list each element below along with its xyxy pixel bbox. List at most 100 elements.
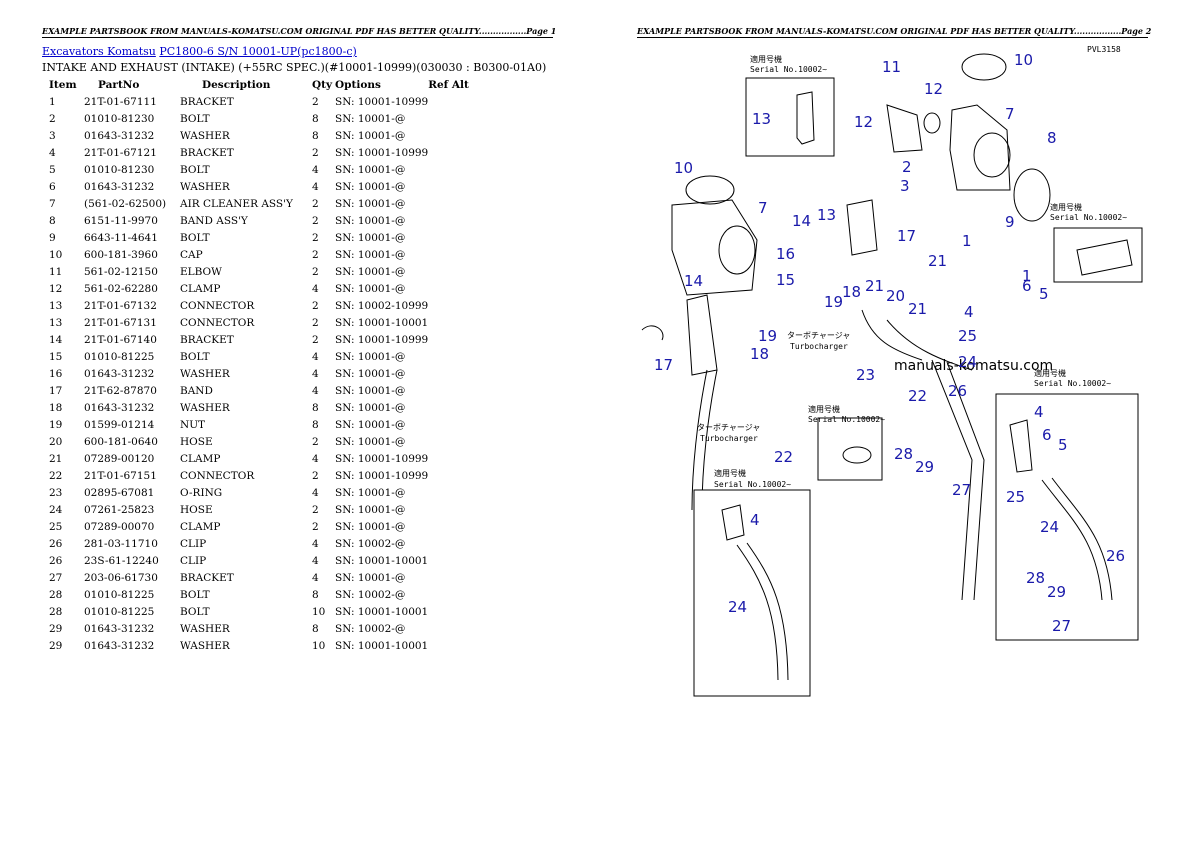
- cell-item: 4: [49, 146, 56, 159]
- hose-shape-20b: [886, 319, 973, 371]
- cell-partno: 561-02-12150: [84, 265, 158, 278]
- cap-shape-10b: [685, 175, 735, 205]
- cell-options: SN: 10002-@: [335, 588, 406, 601]
- cell-partno: 01643-31232: [84, 622, 155, 635]
- callout-13: 13: [752, 110, 771, 128]
- left-page: EXAMPLE PARTSBOOK FROM MANUALS-KOMATSU.C…: [42, 26, 556, 654]
- cell-options: SN: 10001-@: [335, 418, 406, 431]
- cell-description: CLIP: [180, 537, 207, 550]
- callout-27b: 27: [1052, 617, 1071, 635]
- cell-item: 6: [49, 180, 56, 193]
- cell-description: HOSE: [180, 435, 213, 448]
- col-partno: PartNo: [98, 78, 140, 91]
- cell-partno: 01010-81230: [84, 163, 155, 176]
- cell-partno: 21T-01-67132: [84, 299, 157, 312]
- cell-partno: 01010-81225: [84, 605, 155, 618]
- cell-qty: 4: [312, 452, 319, 465]
- cell-qty: 2: [312, 316, 319, 329]
- cell-item: 23: [49, 486, 63, 499]
- cell-item: 14: [49, 333, 63, 346]
- inset-box-4: [995, 393, 1139, 641]
- col-ref-alt: Ref Alt: [428, 78, 469, 91]
- cell-qty: 2: [312, 95, 319, 108]
- cell-item: 18: [49, 401, 63, 414]
- callout-12: 12: [924, 80, 943, 98]
- cell-partno: (561-02-62500): [84, 197, 167, 210]
- cell-description: AIR CLEANER ASS'Y: [180, 197, 293, 210]
- diagram-code: PVL3158: [1087, 45, 1121, 54]
- turbo-jp-1: ターボチャージャ: [787, 331, 850, 340]
- callout-29b: 29: [1047, 583, 1066, 601]
- watermark: manuals-komatsu.com: [894, 358, 1053, 374]
- callout-10b: 10: [674, 159, 693, 177]
- cell-qty: 8: [312, 401, 319, 414]
- cell-item: 28: [49, 605, 63, 618]
- cell-ref-alt: [428, 127, 488, 144]
- cell-partno: 21T-01-67140: [84, 333, 157, 346]
- inset-jp-2: 適用号機: [808, 404, 840, 414]
- callout-21c: 21: [908, 300, 927, 318]
- callout-4: 4: [964, 303, 974, 321]
- cell-options: SN: 10001-@: [335, 265, 406, 278]
- breadcrumb-link-model[interactable]: PC1800-6 S/N 10001-UP(pc1800-c): [159, 45, 357, 58]
- callout-3: 3: [900, 177, 910, 195]
- callout-18: 18: [842, 283, 861, 301]
- cell-partno: 01643-31232: [84, 401, 155, 414]
- right-page: EXAMPLE PARTSBOOK FROM MANUALS-KOMATSU.C…: [595, 0, 1190, 842]
- cell-item: 5: [49, 163, 56, 176]
- callout-24b: 24: [1040, 518, 1059, 536]
- cell-qty: 2: [312, 197, 319, 210]
- cell-ref-alt: [428, 212, 488, 229]
- callout-22: 22: [908, 387, 927, 405]
- breadcrumb-link-category[interactable]: Excavators Komatsu: [42, 45, 156, 58]
- cell-options: SN: 10001-@: [335, 367, 406, 380]
- cell-description: BRACKET: [180, 146, 234, 159]
- cell-options: SN: 10001-10999: [335, 146, 429, 159]
- col-description: Description: [202, 78, 271, 91]
- bracket-shape-1b: [1076, 239, 1133, 276]
- cell-ref-alt: [428, 110, 488, 127]
- cell-options: SN: 10001-10001: [335, 605, 429, 618]
- inset-serial-2: Serial No.10002~: [808, 415, 885, 424]
- connector-shape-13b: [846, 199, 878, 256]
- cell-description: WASHER: [180, 180, 230, 193]
- cell-qty: 2: [312, 146, 319, 159]
- cell-description: WASHER: [180, 639, 230, 652]
- callout-19: 19: [824, 293, 843, 311]
- col-qty: Qty: [312, 78, 333, 91]
- callout-19b: 19: [758, 327, 777, 345]
- connector-shape-22b: [842, 446, 872, 464]
- cell-item: 27: [49, 571, 63, 584]
- cell-qty: 10: [312, 605, 326, 618]
- inset-jp-5: 適用号機: [714, 468, 746, 478]
- cell-options: SN: 10001-10999: [335, 95, 429, 108]
- cell-item: 20: [49, 435, 63, 448]
- turbo-jp-2: ターボチャージャ: [697, 423, 760, 432]
- cell-ref-alt: [428, 467, 488, 484]
- cell-item: 9: [49, 231, 56, 244]
- cell-ref-alt: [428, 620, 488, 637]
- air-cleaner-shape-7b: [671, 199, 758, 296]
- cell-partno: 21T-62-87870: [84, 384, 157, 397]
- callout-24c: 24: [728, 598, 747, 616]
- cell-ref-alt: [428, 195, 488, 212]
- cell-item: 7: [49, 197, 56, 210]
- cell-qty: 4: [312, 554, 319, 567]
- cell-item: 8: [49, 214, 56, 227]
- cell-partno: 07289-00120: [84, 452, 155, 465]
- cell-ref-alt: [428, 637, 488, 654]
- cell-options: SN: 10001-10001: [335, 639, 429, 652]
- cell-item: 16: [49, 367, 63, 380]
- hose-shape-left: [691, 369, 708, 511]
- callout-23: 23: [856, 366, 875, 384]
